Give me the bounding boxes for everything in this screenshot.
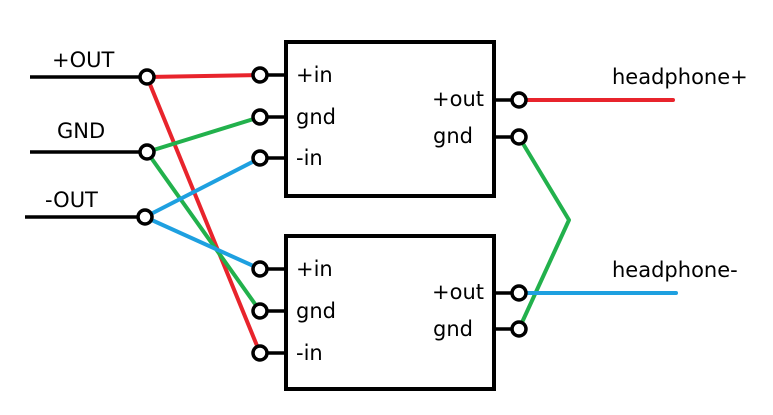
terminals [136,66,528,362]
wires [143,73,678,355]
pos-out-label: +OUT [52,48,114,72]
amplifier-bottom-box [284,234,496,391]
gnd-terminal [138,143,156,161]
top-neg-in-label: -in [296,146,323,170]
wire-top-gnd-out-to-bottom-gnd-out [517,135,571,331]
wire-pos-out-to-bottom-neg-in [145,75,262,355]
amplifier-top-box [284,40,496,198]
top-pos-in-terminal [251,66,269,84]
bottom-gnd-in-label: gnd [296,299,336,323]
bottom-pos-in-terminal [251,260,269,278]
headphone-neg-label: headphone- [612,258,738,282]
wire-neg-out-to-top-neg-in [143,156,262,219]
bottom-gnd-out-label: gnd [433,317,473,341]
top-pos-out-terminal [510,91,528,109]
pos-out-terminal [138,68,156,86]
top-gnd-out-label: gnd [433,124,473,148]
bottom-neg-in-label: -in [296,341,323,365]
headphone-pos-label: headphone+ [612,65,748,89]
wire-gnd-to-bottom-gnd-in [145,150,262,313]
gnd-label: GND [57,119,105,143]
bottom-pos-out-label: +out [432,280,484,304]
neg-out-terminal [136,208,154,226]
top-neg-in-terminal [251,149,269,167]
neg-out-label: -OUT [45,188,98,212]
top-pos-out-label: +out [432,87,484,111]
top-gnd-out-terminal [510,128,528,146]
bottom-neg-in-terminal [251,344,269,362]
top-gnd-in-label: gnd [296,105,336,129]
wire-gnd-to-top-gnd-in [145,115,262,154]
wire-neg-out-to-bottom-pos-in [143,215,262,271]
bottom-pos-out-terminal [510,284,528,302]
bottom-pos-in-label: +in [296,257,333,281]
bottom-gnd-out-terminal [510,320,528,338]
bottom-gnd-in-terminal [251,302,269,320]
top-gnd-in-terminal [251,108,269,126]
top-pos-in-label: +in [296,63,333,87]
wire-pos-out-to-top-pos-in [145,73,262,79]
